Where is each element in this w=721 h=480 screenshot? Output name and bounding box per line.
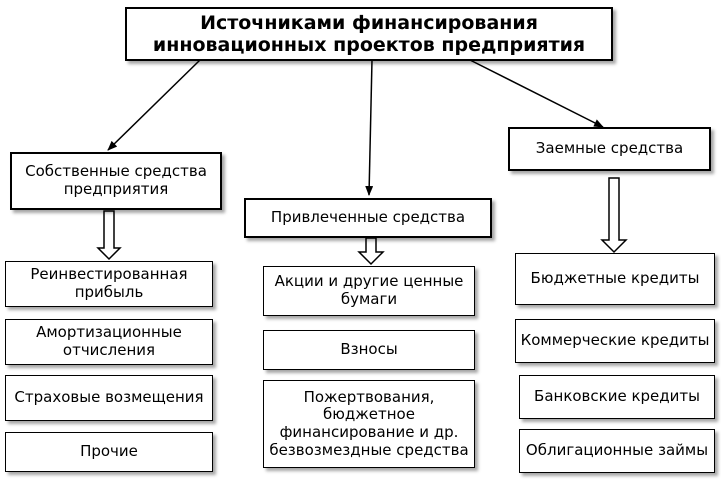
item-text: Страховые возмещения — [14, 388, 204, 407]
block-arrow-own-funds — [96, 210, 122, 261]
item-text: Банковские кредиты — [534, 387, 700, 406]
arrow-to-own-funds — [107, 59, 201, 151]
arrow-to-borrowed-funds — [469, 59, 604, 128]
item-depreciation: Амортизационные отчисления — [5, 319, 213, 365]
item-other: Прочие — [5, 432, 213, 472]
item-text: Коммерческие кредиты — [520, 331, 710, 350]
item-text: Облигационные займы — [525, 441, 709, 460]
diagram-title-text: Источниками финансирования инновационных… — [152, 11, 586, 56]
category-attracted-funds-label: Привлеченные средства — [270, 208, 466, 227]
item-bank-credits: Банковские кредиты — [519, 375, 715, 419]
arrow-to-attracted-funds — [365, 59, 374, 196]
item-reinvested-profit: Реинвестированная прибыль — [5, 261, 213, 307]
item-insurance: Страховые возмещения — [5, 375, 213, 421]
item-bond-loans: Облигационные займы — [519, 429, 715, 473]
item-budget-credits: Бюджетные кредиты — [515, 253, 715, 305]
item-donations: Пожертвования, бюджетное финансирование … — [263, 380, 475, 468]
category-borrowed-funds: Заемные средства — [508, 127, 711, 171]
item-text: Реинвестированная прибыль — [30, 265, 188, 301]
item-commercial-credits: Коммерческие кредиты — [515, 319, 715, 363]
category-own-funds-label: Собственные средства предприятия — [25, 162, 207, 198]
item-contributions: Взносы — [263, 330, 475, 370]
item-text: Бюджетные кредиты — [530, 269, 700, 288]
item-text: Амортизационные отчисления — [36, 323, 182, 359]
item-shares: Акции и другие ценные бумаги — [263, 266, 475, 316]
category-own-funds: Собственные средства предприятия — [10, 152, 222, 210]
item-text: Прочие — [80, 442, 138, 461]
diagram-title: Источниками финансирования инновационных… — [125, 7, 613, 61]
item-text: Акции и другие ценные бумаги — [274, 272, 464, 308]
item-text: Пожертвования, бюджетное финансирование … — [269, 387, 469, 459]
category-borrowed-funds-label: Заемные средства — [535, 139, 684, 158]
block-arrow-attracted-funds — [357, 237, 385, 266]
item-text: Взносы — [340, 340, 398, 359]
category-attracted-funds: Привлеченные средства — [244, 198, 492, 238]
block-arrow-borrowed-funds — [600, 177, 628, 254]
